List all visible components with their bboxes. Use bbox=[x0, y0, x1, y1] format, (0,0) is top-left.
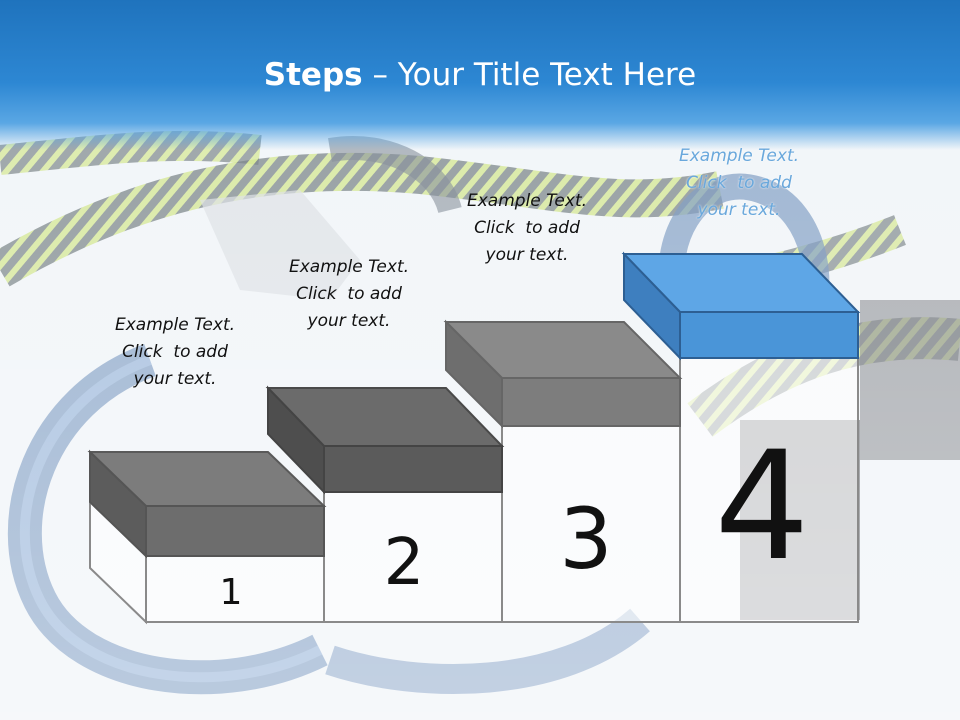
step-number-4: 4 bbox=[714, 420, 809, 594]
step-1-line-1: Example Text. bbox=[114, 315, 236, 335]
step-1-line-3: your text. bbox=[133, 369, 217, 389]
title-bold: Steps bbox=[263, 57, 363, 93]
column-3-front bbox=[501, 425, 681, 623]
slide-title[interactable]: Steps – Your Title Text Here bbox=[0, 55, 960, 95]
step-3-text[interactable]: Example Text. Click to add your text. bbox=[452, 188, 602, 269]
step-2-line-3: your text. bbox=[307, 311, 391, 331]
step-4-line-2: Click to add bbox=[686, 173, 792, 193]
step-3-line-1: Example Text. bbox=[466, 191, 588, 211]
step-1-line-2: Click to add bbox=[122, 342, 228, 362]
step-2-text[interactable]: Example Text. Click to add your text. bbox=[274, 254, 424, 335]
column-2-front bbox=[323, 491, 503, 623]
step-4-line-1: Example Text. bbox=[678, 146, 800, 166]
block-2[interactable] bbox=[265, 385, 505, 495]
step-number-3: 3 bbox=[559, 490, 612, 588]
step-4-line-3: your text. bbox=[697, 200, 781, 220]
step-1-text[interactable]: Example Text. Click to add your text. bbox=[100, 312, 250, 393]
step-number-1: 1 bbox=[220, 572, 243, 613]
title-bar bbox=[0, 0, 960, 150]
column-1-front bbox=[145, 555, 325, 623]
block-3[interactable] bbox=[443, 319, 683, 429]
step-number-2: 2 bbox=[384, 526, 425, 600]
step-3-line-3: your text. bbox=[485, 245, 569, 265]
step-3-line-2: Click to add bbox=[474, 218, 580, 238]
step-2-line-2: Click to add bbox=[296, 284, 402, 304]
title-rest: – Your Title Text Here bbox=[362, 57, 697, 93]
block-4[interactable] bbox=[621, 251, 861, 361]
step-4-text[interactable]: Example Text. Click to add your text. bbox=[664, 143, 814, 224]
block-1[interactable] bbox=[87, 449, 327, 559]
step-2-line-1: Example Text. bbox=[288, 257, 410, 277]
